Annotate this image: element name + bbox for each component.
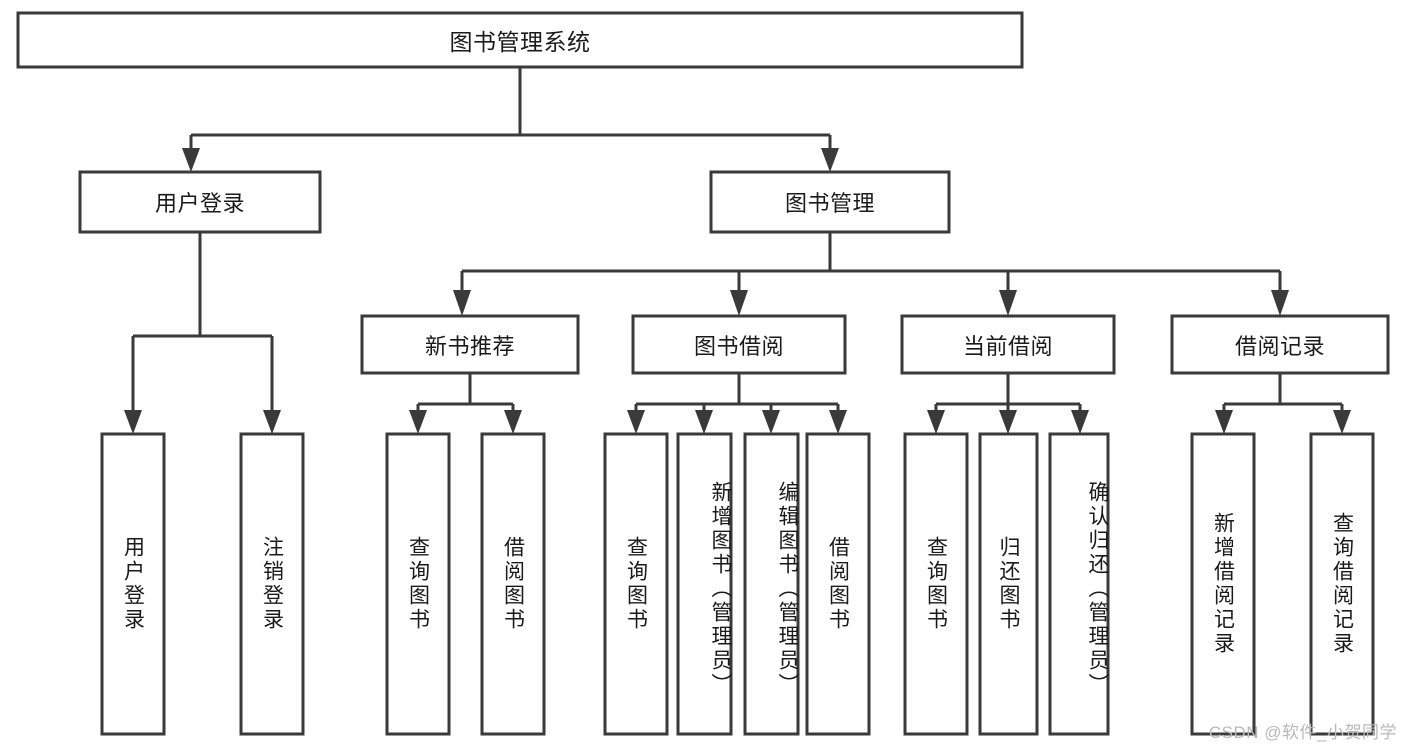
arrow-to-leaf-query-book-1 (409, 410, 427, 434)
edges-current-borrow-to-leaves (927, 373, 1089, 434)
node-box-leaf-add-borrow-record[interactable] (1190, 432, 1256, 736)
edges-root-to-level2 (182, 67, 839, 172)
arrow-to-leaf-query-book-2 (627, 410, 645, 434)
node-box-root[interactable] (16, 11, 1024, 69)
arrow-to-leaf-borrow-book-2 (829, 410, 847, 434)
arrow-to-current-borrow (999, 290, 1017, 316)
node-box-leaf-borrow-book-2[interactable] (805, 432, 871, 736)
arrow-to-leaf-logout-login (263, 410, 281, 434)
node-box-user-login[interactable] (78, 170, 322, 234)
node-box-current-borrow[interactable] (900, 314, 1116, 375)
node-box-book-borrow[interactable] (631, 314, 847, 375)
edges-user-login-to-leaves (124, 232, 281, 434)
edges-book-management-to-level3 (453, 232, 1289, 316)
arrow-to-user-login (182, 148, 200, 172)
node-box-leaf-confirm-return-admin[interactable] (1048, 432, 1110, 736)
node-box-leaf-user-login[interactable] (100, 432, 166, 736)
edges-book-borrow-to-leaves (627, 373, 847, 434)
node-box-leaf-edit-book-admin[interactable] (743, 432, 800, 736)
node-box-leaf-query-book-3[interactable] (903, 432, 969, 736)
edges-borrow-record-to-leaves (1215, 373, 1351, 434)
arrow-to-leaf-add-book-admin (695, 410, 713, 434)
node-box-leaf-query-borrow-record[interactable] (1309, 432, 1375, 736)
arrow-to-leaf-query-book-3 (927, 410, 945, 434)
node-box-leaf-logout-login[interactable] (239, 432, 305, 736)
node-box-leaf-return-book[interactable] (978, 432, 1039, 736)
arrow-to-leaf-add-borrow-record (1215, 410, 1233, 434)
arrow-to-leaf-edit-book-admin (762, 410, 780, 434)
arrow-to-book-management (821, 148, 839, 172)
node-box-new-book-recommend[interactable] (360, 314, 580, 375)
arrow-to-new-book-recommend (453, 290, 471, 316)
arrow-to-leaf-return-book (999, 410, 1017, 434)
node-box-leaf-borrow-book-1[interactable] (480, 432, 546, 736)
arrow-to-leaf-query-borrow-record (1333, 410, 1351, 434)
arrow-to-leaf-borrow-book-1 (504, 410, 522, 434)
arrow-to-leaf-confirm-return-admin (1071, 410, 1089, 434)
node-box-leaf-add-book-admin[interactable] (676, 432, 733, 736)
node-box-borrow-record[interactable] (1170, 314, 1390, 375)
node-box-book-management[interactable] (709, 170, 951, 234)
arrow-to-leaf-user-login (124, 410, 142, 434)
arrow-to-borrow-record (1271, 290, 1289, 316)
arrow-to-book-borrow (730, 290, 748, 316)
node-box-leaf-query-book-2[interactable] (603, 432, 669, 736)
edges-new-book-recommend-to-leaves (409, 373, 522, 434)
node-box-leaf-query-book-1[interactable] (385, 432, 451, 736)
csdn-watermark: CSDN @软件_小贺同学 (1208, 723, 1397, 742)
